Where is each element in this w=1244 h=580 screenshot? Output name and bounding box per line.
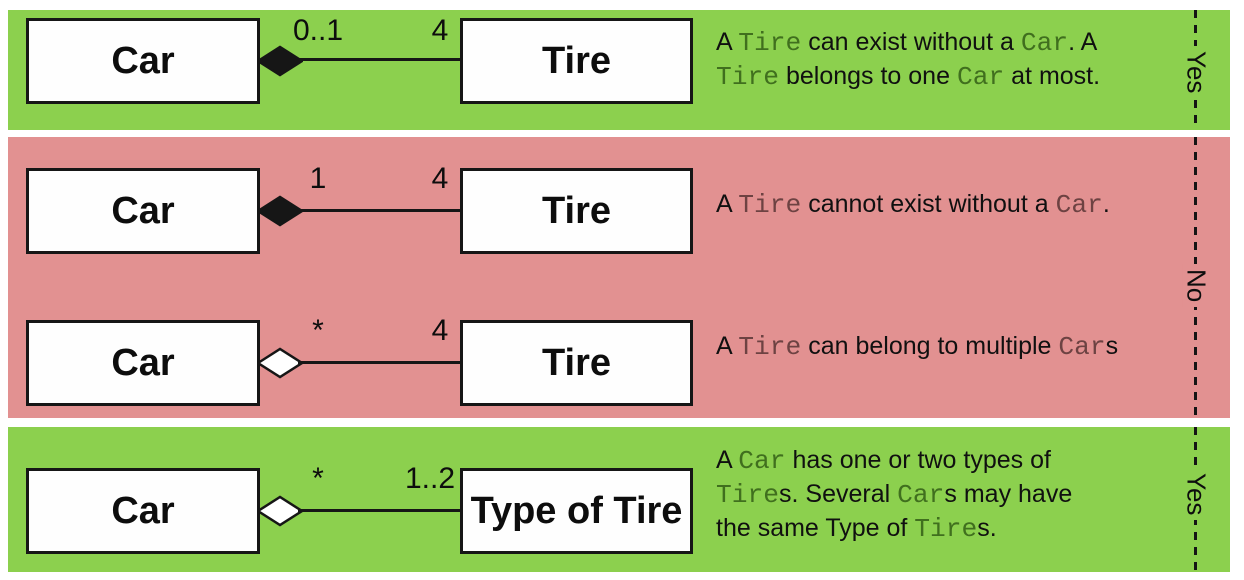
code-term: Car: [1020, 28, 1069, 58]
multiplicity-label: 1: [309, 162, 327, 195]
code-term: Tire: [716, 62, 780, 92]
verdict-label-yes: Yes: [1182, 468, 1212, 521]
association-line: [298, 509, 462, 512]
text-segment: .: [1102, 190, 1110, 218]
text-segment: A: [716, 332, 739, 360]
class-box-car: Car: [26, 18, 260, 104]
aggregation-diamond-icon: [257, 347, 303, 379]
multiplicity-label: *: [312, 462, 324, 495]
class-box-car: Car: [26, 168, 260, 254]
multiplicity-label: 4: [431, 14, 449, 47]
text-segment: can belong to multiple: [801, 332, 1059, 360]
class-box-label: Type of Tire: [470, 489, 683, 532]
class-box-label: Tire: [541, 341, 611, 384]
composition-diamond-icon: [257, 45, 303, 77]
code-term: Tire: [738, 28, 802, 58]
code-term: Car: [738, 446, 786, 476]
text-segment: s may have: [944, 480, 1073, 508]
code-term: Tire: [914, 514, 978, 544]
text-segment: at most.: [1004, 62, 1101, 90]
text-segment: A: [716, 446, 739, 474]
code-term: Tire: [738, 190, 802, 220]
class-box-label: Car: [111, 189, 175, 232]
class-box-label: Car: [111, 489, 175, 532]
class-box-label: Car: [111, 341, 175, 384]
code-term: Car: [897, 480, 945, 510]
class-box-tire: Tire: [460, 18, 693, 104]
text-segment: can exist without a: [801, 28, 1021, 56]
relationship-description: A Tire can belong to multiple Cars: [716, 330, 1118, 364]
text-segment: cannot exist without a: [801, 190, 1056, 218]
text-segment: the same Type of: [716, 514, 915, 542]
text-segment: s.: [977, 514, 997, 542]
code-term: Car: [956, 62, 1005, 92]
association-line: [298, 361, 462, 364]
code-term: Tire: [716, 480, 780, 510]
code-term: Tire: [738, 332, 802, 362]
association-line: [298, 209, 462, 212]
multiplicity-label: 1..2: [404, 462, 456, 495]
class-box-type-of-tire: Type of Tire: [460, 468, 693, 554]
composition-diamond-icon: [257, 195, 303, 227]
multiplicity-label: 4: [431, 162, 449, 195]
relationship-description: A Tire cannot exist without a Car.: [716, 188, 1110, 222]
multiplicity-label: *: [312, 314, 324, 347]
verdict-label-yes: Yes: [1182, 46, 1212, 99]
verdict-label-no: No: [1182, 264, 1212, 308]
multiplicity-label: 4: [431, 314, 449, 347]
text-segment: s: [1105, 332, 1119, 360]
text-segment: belongs to one: [779, 62, 957, 90]
class-box-tire: Tire: [460, 320, 693, 406]
class-box-car: Car: [26, 468, 260, 554]
text-segment: has one or two types of: [785, 446, 1051, 474]
association-line: [298, 58, 462, 61]
class-box-car: Car: [26, 320, 260, 406]
class-box-label: Tire: [541, 39, 611, 82]
text-segment: s. Several: [779, 480, 898, 508]
class-box-label: Tire: [541, 189, 611, 232]
multiplicity-label: 0..1: [292, 14, 344, 47]
class-box-label: Car: [111, 39, 175, 82]
text-segment: A: [716, 28, 739, 56]
code-term: Car: [1055, 190, 1103, 220]
text-segment: A: [716, 190, 739, 218]
class-box-tire: Tire: [460, 168, 693, 254]
aggregation-diamond-icon: [257, 495, 303, 527]
code-term: Car: [1058, 332, 1106, 362]
text-segment: . A: [1068, 28, 1098, 56]
